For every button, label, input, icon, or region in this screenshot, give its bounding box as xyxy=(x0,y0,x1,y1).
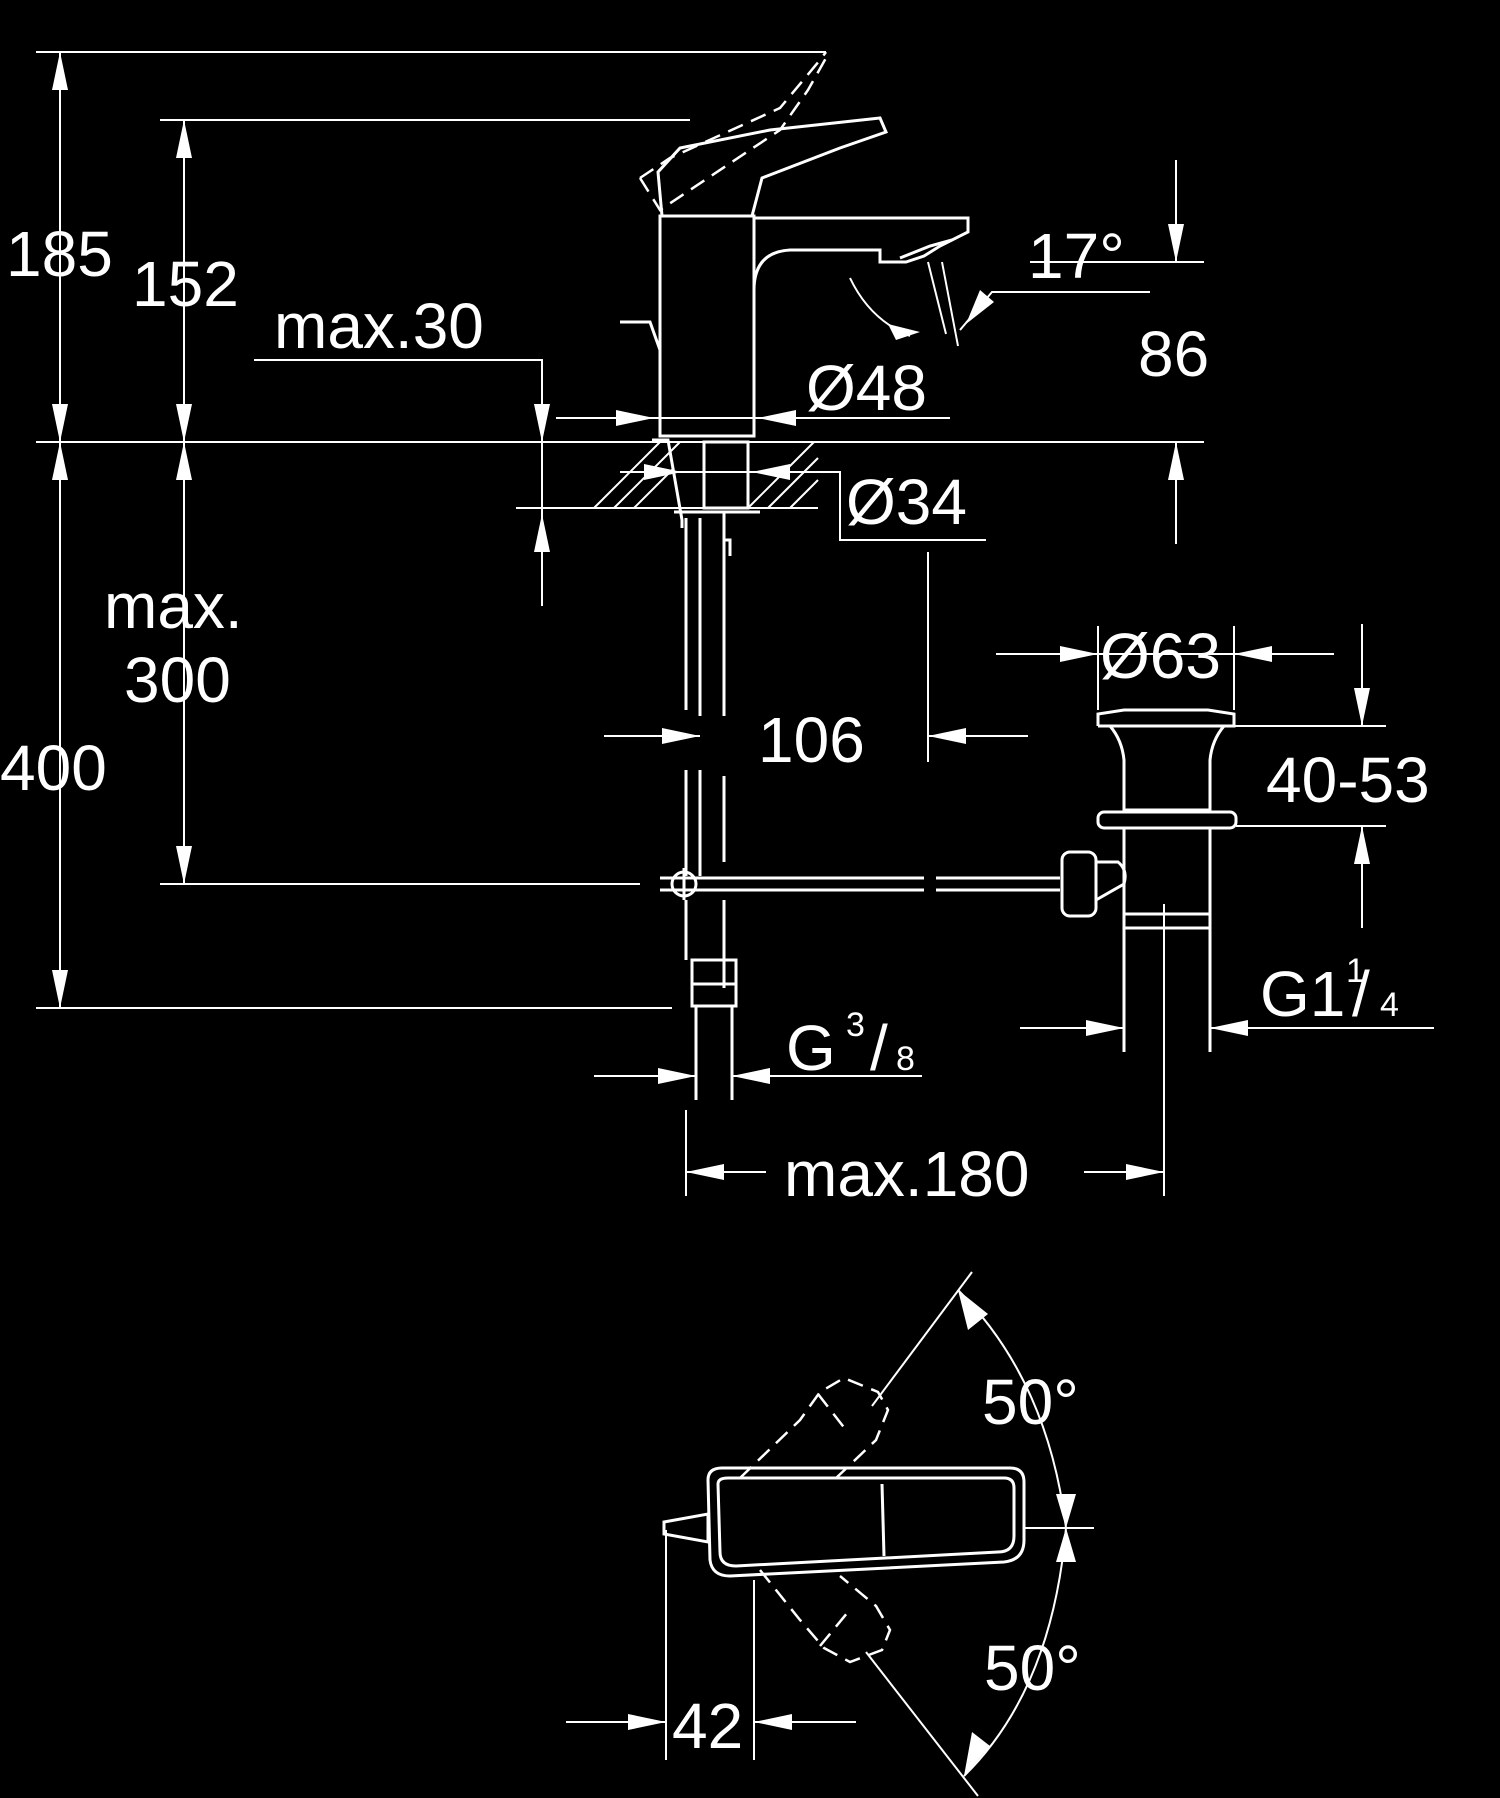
arrow xyxy=(176,442,192,480)
arrow xyxy=(176,846,192,884)
label-max180: max.180 xyxy=(784,1138,1029,1210)
arrow xyxy=(658,1068,696,1084)
label-g114-slash: / xyxy=(1352,958,1370,1030)
label-185: 185 xyxy=(6,218,113,290)
lever-handle xyxy=(656,116,889,217)
spout-axis-line-2 xyxy=(941,261,959,347)
arrow xyxy=(928,728,966,744)
pop-up-linkage xyxy=(660,868,1060,900)
arrow xyxy=(52,404,68,442)
lever-top-inner xyxy=(716,1476,1016,1568)
pop-up-rod xyxy=(620,320,662,370)
label-angle-17: 17° xyxy=(1028,220,1125,292)
label-angle-50-top: 50° xyxy=(982,1366,1079,1438)
label-g114-num: 1 xyxy=(1346,952,1365,990)
lever-rotated-right-mark xyxy=(819,1611,849,1647)
arrow xyxy=(616,410,654,426)
spout-axis-line xyxy=(927,261,947,335)
spout xyxy=(752,216,970,291)
arrow xyxy=(176,120,192,158)
arrow xyxy=(732,1068,770,1084)
connector xyxy=(652,438,684,528)
arrow xyxy=(628,1714,666,1730)
arrow xyxy=(176,404,192,442)
arrow xyxy=(534,514,550,552)
label-max: max. xyxy=(104,570,243,642)
lever-rotated-left xyxy=(739,1376,890,1481)
side-view xyxy=(36,51,1434,1196)
arrow xyxy=(686,1164,724,1180)
mounting-shank xyxy=(702,440,750,510)
angle-line-bottom xyxy=(865,1651,979,1797)
angle-line-top xyxy=(871,1271,973,1407)
arrow xyxy=(1234,646,1272,662)
label-g38-den: 8 xyxy=(896,1040,915,1078)
label-42: 42 xyxy=(672,1690,743,1762)
lever-open-position xyxy=(639,51,827,180)
arrow xyxy=(1060,646,1098,662)
arrow xyxy=(52,52,68,90)
faucet-column xyxy=(658,214,756,438)
arrow xyxy=(888,324,920,340)
label-g38-num: 3 xyxy=(846,1006,865,1044)
label-400: 400 xyxy=(0,732,107,804)
faucet-body xyxy=(620,51,970,556)
label-max30: max.30 xyxy=(274,290,484,362)
supply-hose xyxy=(684,518,738,1100)
waste-collar xyxy=(1122,912,1212,930)
arrow xyxy=(1168,224,1184,262)
label-diameter-63: Ø63 xyxy=(1100,620,1221,692)
label-angle-50-bottom: 50° xyxy=(984,1632,1081,1704)
lever-top-divider xyxy=(880,1483,886,1557)
label-40-53: 40-53 xyxy=(1266,744,1430,816)
arrow xyxy=(964,1732,990,1776)
label-g-1-1-4: G1 1 / 4 xyxy=(1260,952,1399,1030)
label-g114-den: 4 xyxy=(1380,986,1399,1024)
top-view xyxy=(566,1271,1094,1797)
label-152: 152 xyxy=(132,248,239,320)
arrow xyxy=(1210,1020,1248,1036)
arrow xyxy=(754,1714,792,1730)
lever-rotated-right xyxy=(759,1569,892,1664)
pop-up-knob xyxy=(662,1512,710,1544)
arrow xyxy=(758,410,796,426)
label-g38-main: G xyxy=(786,1012,836,1084)
arrow xyxy=(534,404,550,442)
lever-rotated-left-mark xyxy=(817,1393,847,1431)
waste-valve xyxy=(1060,708,1238,1196)
label-106: 106 xyxy=(758,704,865,776)
label-g-3-8: G 3 / 8 xyxy=(786,1006,915,1084)
angle-arc-bottom xyxy=(963,1527,1067,1777)
waste-body-upper xyxy=(1108,725,1226,812)
dimension-labels: 185 152 max.30 Ø48 17° 86 Ø34 max. 300 1… xyxy=(0,218,1430,1762)
spout-tip xyxy=(899,238,953,260)
label-g114-main: G1 xyxy=(1260,958,1345,1030)
label-300: 300 xyxy=(124,644,231,716)
waste-pivot-nut xyxy=(1060,850,1098,918)
label-diameter-34: Ø34 xyxy=(846,466,967,538)
arrow xyxy=(1056,1528,1076,1562)
label-g38-slash: / xyxy=(870,1012,888,1084)
arrow xyxy=(958,1290,988,1330)
arrow xyxy=(966,290,994,324)
arrow xyxy=(1354,688,1370,726)
deck-section xyxy=(593,441,819,509)
label-86: 86 xyxy=(1138,318,1209,390)
arrow xyxy=(1086,1020,1124,1036)
dim-34-leader xyxy=(790,471,986,541)
arrow xyxy=(662,728,700,744)
arrow xyxy=(1126,1164,1164,1180)
lever-top-outline xyxy=(706,1466,1026,1578)
label-diameter-48: Ø48 xyxy=(806,352,927,424)
arrow xyxy=(52,970,68,1008)
arrow xyxy=(1354,826,1370,864)
arrow xyxy=(1056,1494,1076,1528)
lever-open-position-lower xyxy=(638,57,828,212)
arrow xyxy=(1168,442,1184,480)
arrow xyxy=(52,442,68,480)
waste-pivot xyxy=(1095,860,1127,902)
